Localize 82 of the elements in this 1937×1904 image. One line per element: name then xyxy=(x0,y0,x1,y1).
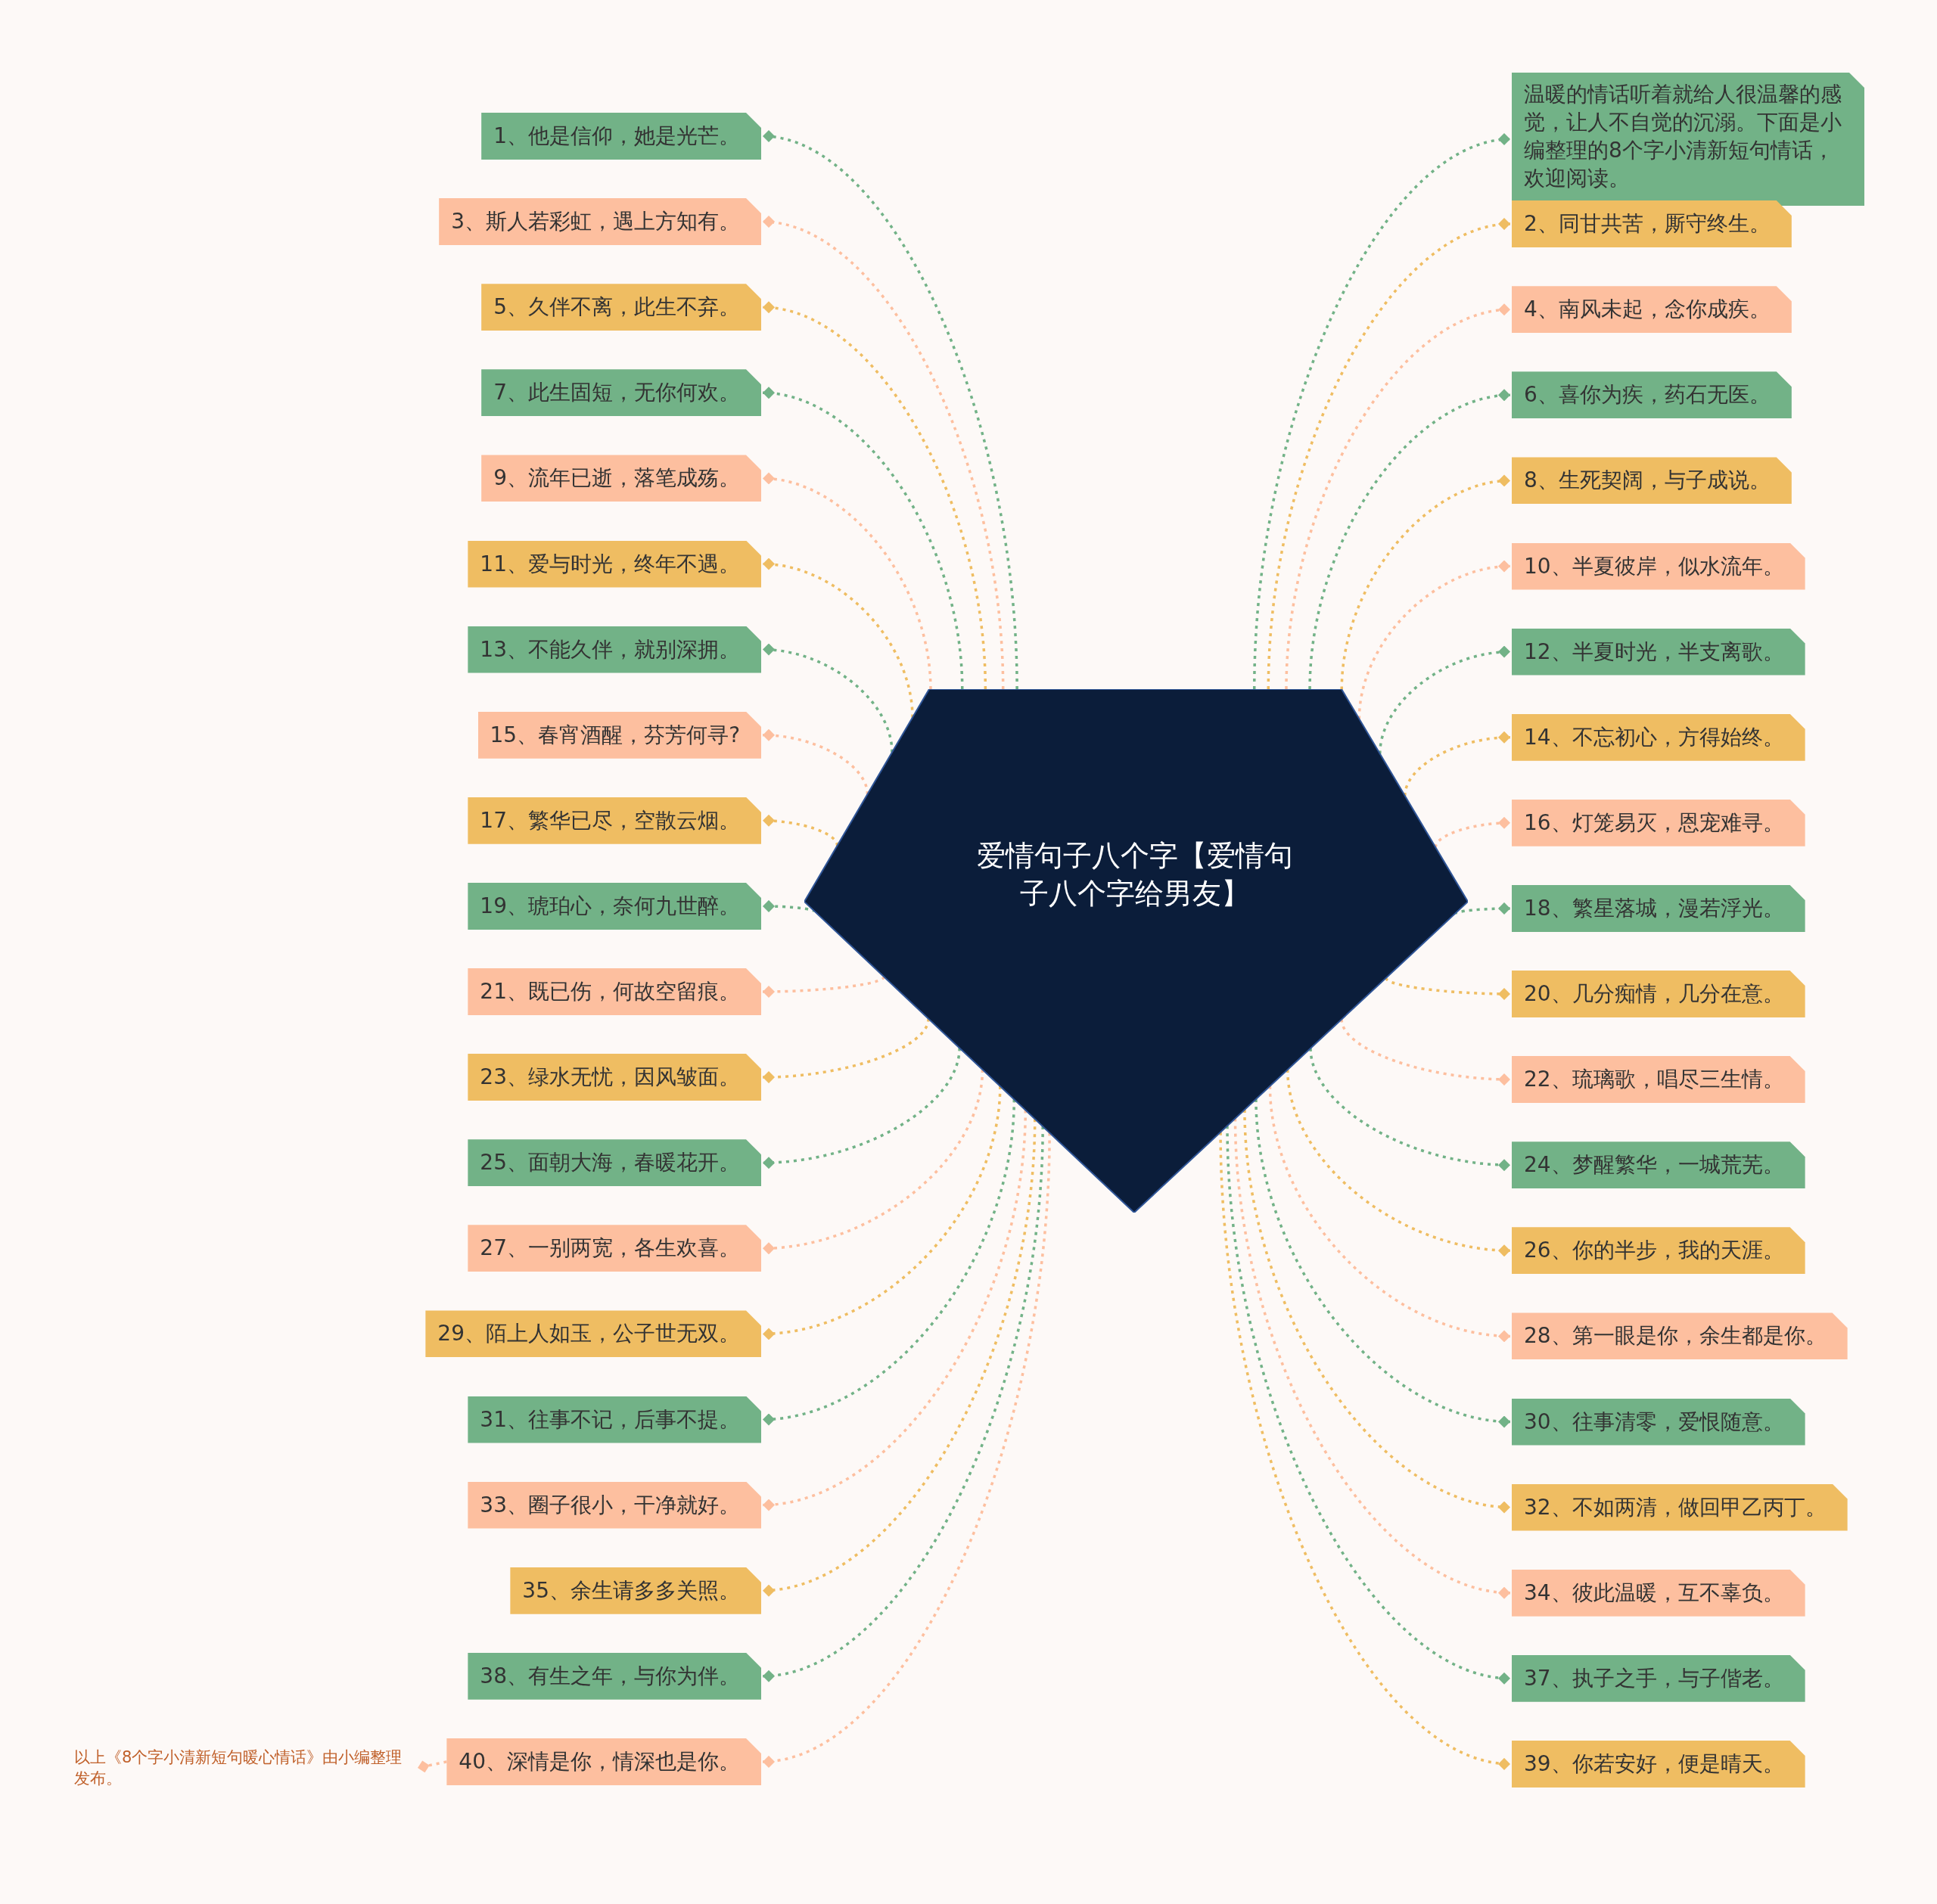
sentence-box: 35、余生请多多关照。 xyxy=(510,1567,761,1614)
sentence-box: 5、久伴不离，此生不弃。 xyxy=(481,284,761,331)
sentence-box: 23、绿水无忧，因风皱面。 xyxy=(468,1054,761,1101)
sentence-box: 31、往事不记，后事不提。 xyxy=(468,1396,761,1443)
connector xyxy=(1219,1132,1511,1769)
connector xyxy=(1267,219,1511,690)
sentence-box: 16、灯笼易灭，恩宠难寻。 xyxy=(1512,799,1805,846)
sentence-box: 32、不如两清，做回甲乙丙丁。 xyxy=(1512,1483,1848,1531)
connector xyxy=(762,473,932,690)
connector xyxy=(1385,977,1510,1000)
sentence-box: 13、不能久伴，就别深拥。 xyxy=(468,626,761,673)
sentence-box: 17、繁华已尽，空散云烟。 xyxy=(468,797,761,844)
sentence-box: 33、圈子很小，干净就好。 xyxy=(468,1481,761,1529)
connector xyxy=(1285,304,1511,690)
connector xyxy=(762,131,1018,690)
connector xyxy=(1309,1048,1511,1171)
sentence-box: 15、春宵酒醒，芬芳何寻? xyxy=(477,711,761,759)
intro-box: 温暖的情话听着就给人很温馨的感觉，让人不自觉的沉溺。下面是小编整理的8个字小清新短句情话，欢迎阅读。 xyxy=(1512,73,1864,206)
connector xyxy=(762,387,964,690)
sentence-box: 25、面朝大海，春暖花开。 xyxy=(468,1139,761,1187)
connector xyxy=(762,1110,1028,1511)
sentence-box: 37、执子之手，与子偕老。 xyxy=(1512,1654,1805,1702)
connector xyxy=(1286,1069,1511,1256)
sentence-box: 12、半夏时光，半支离歌。 xyxy=(1512,628,1805,676)
sentence-box: 2、同甘共苦，厮守终生。 xyxy=(1512,200,1792,248)
connector xyxy=(1434,817,1511,848)
connector xyxy=(762,1126,1044,1682)
connector xyxy=(1340,1019,1511,1086)
sentence-box: 14、不忘初心，方得始终。 xyxy=(1512,713,1805,761)
connector xyxy=(1308,390,1511,690)
connector xyxy=(1253,134,1511,690)
connector xyxy=(417,1760,447,1773)
connector xyxy=(762,815,839,846)
sentence-box: 24、梦醒繁华，一城荒芜。 xyxy=(1512,1141,1805,1189)
connector xyxy=(1379,646,1511,754)
connector xyxy=(1226,1126,1511,1684)
sentence-box: 3、斯人若彩虹，遇上方知有。 xyxy=(439,198,761,246)
connector xyxy=(762,1119,1037,1596)
sentence-box: 11、爱与时光，终年不遇。 xyxy=(468,540,761,588)
sentence-box: 6、喜你为疾，药石无医。 xyxy=(1512,371,1792,419)
sentence-box: 7、此生固短，无你何欢。 xyxy=(481,369,761,417)
sentence-box: 40、深情是你，情深也是你。 xyxy=(446,1738,761,1785)
connector xyxy=(762,1048,961,1169)
sentence-box: 29、陌上人如玉，公子世无双。 xyxy=(425,1310,761,1358)
connector xyxy=(1404,731,1511,797)
connector xyxy=(763,899,816,913)
sentence-box: 39、你若安好，便是晴天。 xyxy=(1512,1740,1805,1788)
sentence-box: 19、琥珀心，奈何九世醉。 xyxy=(468,882,761,930)
sentence-box: 8、生死契阔，与子成说。 xyxy=(1512,457,1792,505)
connector xyxy=(762,1018,930,1083)
connector xyxy=(762,1099,1016,1425)
connector xyxy=(762,302,987,690)
sentence-box: 34、彼此温暖，互不辜负。 xyxy=(1512,1569,1805,1617)
connector xyxy=(1357,561,1511,719)
connector xyxy=(1340,475,1511,690)
sentence-box: 38、有生之年，与你为伴。 xyxy=(468,1652,761,1700)
connector xyxy=(1243,1109,1511,1513)
sentence-box: 4、南风未起，念你成疾。 xyxy=(1512,286,1792,334)
title-text: 爱情句子八个字【爱情句子八个字给男友】 xyxy=(976,838,1294,912)
sentence-box: 30、往事清零，爱恨随意。 xyxy=(1512,1398,1805,1446)
connector xyxy=(762,1132,1051,1767)
connector xyxy=(762,558,914,718)
connector xyxy=(763,976,885,998)
connector xyxy=(1268,1086,1511,1342)
sentence-box: 18、繁星落城，漫若浮光。 xyxy=(1512,884,1805,932)
sentence-box: 1、他是信仰，她是光芒。 xyxy=(481,113,761,160)
sentence-box: 20、几分痴情，几分在意。 xyxy=(1512,971,1805,1017)
sentence-box: 10、半夏彼岸，似水流年。 xyxy=(1512,542,1805,590)
note-text: 以上《8个字小清新短句暖心情话》由小编整理发布。 xyxy=(74,1747,416,1789)
connector xyxy=(762,216,1005,690)
sentence-box: 28、第一眼是你，余生都是你。 xyxy=(1512,1312,1848,1360)
center-pentagon xyxy=(804,689,1468,1213)
sentence-box: 9、流年已逝，落笔成殇。 xyxy=(481,455,761,502)
sentence-box: 26、你的半步，我的天涯。 xyxy=(1512,1227,1805,1275)
connector xyxy=(762,729,869,795)
connector xyxy=(762,644,894,753)
sentence-box: 27、一别两宽，各生欢喜。 xyxy=(468,1225,761,1272)
connector xyxy=(762,1086,1002,1340)
sentence-box: 21、既已伤，何故空留痕。 xyxy=(468,968,761,1015)
connector xyxy=(1255,1098,1511,1427)
sentence-box: 22、琉璃歌，唱尽三生情。 xyxy=(1512,1056,1805,1104)
connector xyxy=(762,1069,984,1254)
